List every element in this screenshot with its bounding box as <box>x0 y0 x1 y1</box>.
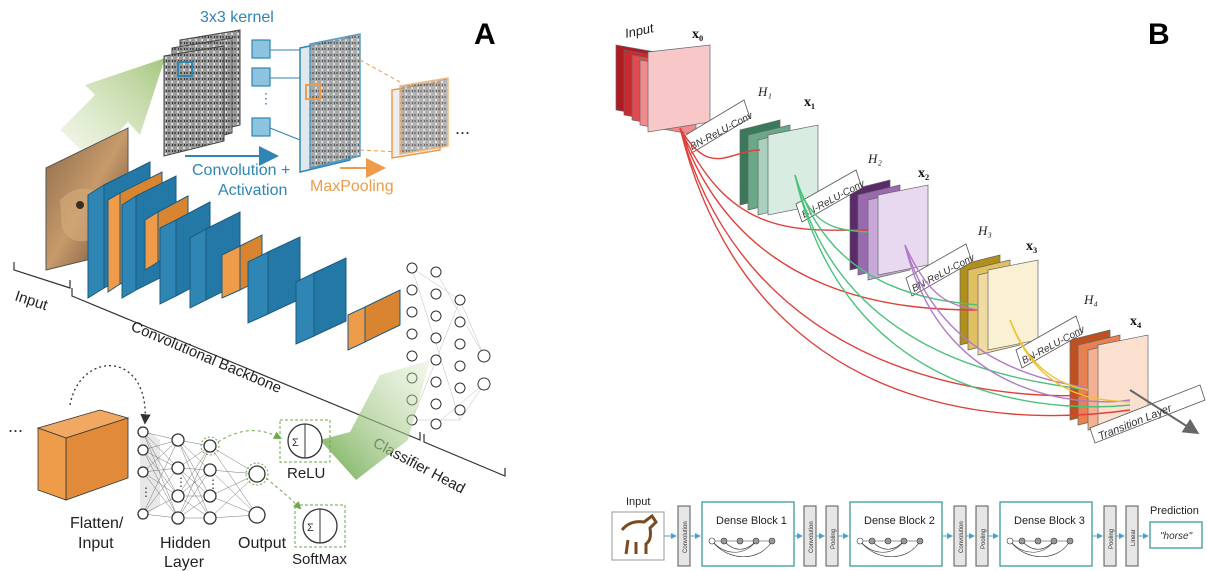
pool-layer-1-label: Pooling <box>831 529 837 549</box>
prediction-box <box>1149 521 1203 549</box>
dense-block-2-label: Dense Block 2 <box>864 515 935 527</box>
h3-label: H₃ <box>977 223 992 238</box>
x3-label: x₃ <box>1026 239 1037 254</box>
svg-text:⋮: ⋮ <box>175 475 187 489</box>
x0-label: x₀ <box>692 27 703 42</box>
densenet-pipeline: Input Convolution Dense Block 1 Convolut… <box>611 496 1203 567</box>
feature-stack-x3 <box>959 254 1039 356</box>
hidden-label-2: Layer <box>164 554 205 571</box>
dense-network: ⋮ ⋮ ⋮ <box>137 426 302 525</box>
panel-b: B Input x₀ H₁ x₁ BN-ReLU-Conv H₂ x₂ BN-R… <box>600 0 1207 571</box>
pipeline-input-label: Input <box>626 496 650 508</box>
h2-label: H₂ <box>867 151 882 166</box>
bn-relu-conv-4 <box>1015 315 1083 369</box>
softmax-label: SoftMax <box>292 551 348 568</box>
classifier-bracket <box>423 434 506 477</box>
prediction-value: "horse" <box>1160 531 1193 542</box>
svg-text:Σ: Σ <box>307 522 314 534</box>
linear-layer-label: Linear <box>1131 529 1137 546</box>
feature-stack-x4 <box>1069 329 1149 431</box>
svg-text:⋮: ⋮ <box>207 477 219 491</box>
densenet-diagram: B Input x₀ H₁ x₁ BN-ReLU-Conv H₂ x₂ BN-R… <box>611 18 1206 567</box>
flatten-label-2: Input <box>78 535 114 552</box>
flatten-block <box>36 409 130 501</box>
transition-layer <box>1089 384 1206 444</box>
relu-unit: Σ <box>279 419 331 463</box>
svg-text:Σ: Σ <box>292 437 299 449</box>
bn-relu-conv-2 <box>795 169 863 223</box>
ellipsis-left: ... <box>8 416 23 436</box>
zoom-arrow-top <box>60 58 165 160</box>
feature-maps-top: ⋮ ... <box>163 29 470 173</box>
dense-connections <box>679 127 1131 417</box>
h4-label: H₄ <box>1083 292 1098 307</box>
prediction-label: Prediction <box>1150 505 1199 517</box>
dense-block-2-graph <box>856 537 924 558</box>
kernel-label: 3x3 kernel <box>200 9 274 26</box>
input-label: Input <box>13 288 51 315</box>
panel-a-letter: A <box>474 18 496 51</box>
softmax-unit: Σ <box>294 504 346 548</box>
input-bracket <box>13 262 71 289</box>
conv-label-1: Convolution + <box>192 162 290 179</box>
svg-text:⋮: ⋮ <box>259 90 273 106</box>
h1-label: H₁ <box>757 84 772 99</box>
horse-icon <box>620 513 658 555</box>
dense-block-3 <box>999 501 1093 567</box>
maxpool-label: MaxPooling <box>310 178 394 195</box>
backbone-bracket <box>71 288 421 441</box>
hidden-label-1: Hidden <box>160 535 211 552</box>
svg-text:⋮: ⋮ <box>140 485 152 499</box>
zoom-arrow-bottom <box>320 360 430 480</box>
dense-block-3-label: Dense Block 3 <box>1014 515 1085 527</box>
dense-block-1 <box>701 501 795 567</box>
x1-label: x₁ <box>804 95 815 110</box>
cnn-diagram: A ⋮ ... 3x3 kernel Convolution + Activ <box>8 9 506 571</box>
conv-label-2: Activation <box>218 182 287 199</box>
relu-label: ReLU <box>287 465 325 482</box>
x2-label: x₂ <box>918 166 929 181</box>
feature-stack-x2 <box>849 179 929 281</box>
bn-relu-conv-3 <box>905 243 973 297</box>
pool-layer-2-label: Pooling <box>981 529 987 549</box>
dense-block-1-graph <box>708 537 776 558</box>
x4-label: x₄ <box>1130 314 1142 329</box>
backbone-blocks <box>87 161 401 351</box>
feature-stack-x1 <box>739 119 819 216</box>
conv-layer-2-label: Convolution <box>809 521 815 553</box>
panel-a: A ⋮ ... 3x3 kernel Convolution + Activ <box>0 0 600 571</box>
panel-b-letter: B <box>1148 18 1170 51</box>
feature-stack-x0 <box>615 44 711 136</box>
input-label-b: Input <box>624 20 657 41</box>
output-label: Output <box>238 535 287 552</box>
backbone-label: Convolutional Backbone <box>128 318 284 397</box>
classifier-network <box>406 262 491 430</box>
dense-block-1-label: Dense Block 1 <box>716 515 787 527</box>
conv-layer-1-label: Convolution <box>683 521 689 553</box>
dense-block-3-graph <box>1006 537 1074 558</box>
ellipsis-top: ... <box>455 118 470 138</box>
dense-block-2 <box>849 501 943 567</box>
flatten-label-1: Flatten/ <box>70 515 124 532</box>
pool-layer-3-label: Pooling <box>1109 529 1115 549</box>
conv-layer-3-label: Convolution <box>959 521 965 553</box>
horse-image <box>611 511 665 561</box>
